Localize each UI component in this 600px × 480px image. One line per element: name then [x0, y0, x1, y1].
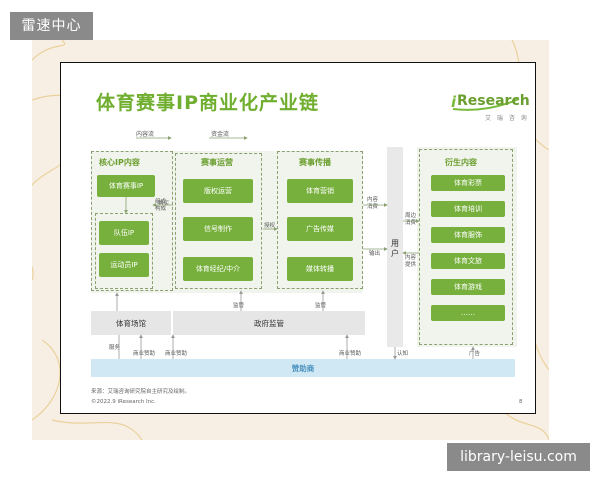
core-ip-item: 运动员IP [99, 253, 149, 277]
broadcast-item: 广告传媒 [287, 217, 353, 241]
recognition-label: 认知 [397, 351, 409, 357]
flow-arrows [115, 136, 475, 360]
content-provide-label: 内容 提供 [405, 255, 417, 268]
capital-flow-label: 资金流 [211, 131, 230, 138]
core-ip-frame [91, 151, 173, 291]
logo-swoosh-icon [452, 98, 520, 111]
government-box: 政府监管 [173, 311, 365, 335]
broadcast-item: 媒体转播 [287, 257, 353, 281]
operations-item: 信号制作 [183, 217, 253, 241]
advertising-label: 广告 [469, 351, 481, 357]
supervise-label-2: 监管 [315, 303, 327, 309]
watermark-bottom-right: library-leisu.com [447, 443, 590, 471]
content-consume-label: 内容 消费 [367, 197, 379, 210]
logo-subtitle: 艾 瑞 咨 询 [485, 115, 529, 122]
derivative-item: 体育服饰 [431, 227, 505, 243]
core-ip-form-label: 组成 构成 [155, 199, 167, 212]
user-column [387, 147, 403, 347]
logo-name: Research [457, 93, 530, 109]
broadcast-title: 赛事传播 [299, 158, 331, 167]
operations-item: 体育经纪/中介 [183, 257, 253, 281]
derivative-item: …… [431, 305, 505, 321]
operations-title: 赛事运营 [201, 158, 233, 167]
slide-title: 体育赛事IP商业化产业链 [96, 92, 319, 114]
derivatives-title: 衍生内容 [445, 158, 477, 167]
purchase-label: 购买 [158, 201, 170, 207]
page-number: 8 [519, 399, 523, 405]
derivative-item: 体育培训 [431, 201, 505, 217]
derivative-item: 体育文旅 [431, 253, 505, 269]
iresearch-logo: i Research 艾 瑞 咨 询 [451, 91, 530, 127]
broadcast-frame [277, 151, 363, 289]
copyright-note: ©2022.9 iResearch Inc. [91, 399, 156, 405]
slide: 体育赛事IP商业化产业链 i Research 艾 瑞 咨 询 内容流 资金流 … [60, 62, 536, 414]
supervise-label-1: 监管 [233, 303, 245, 309]
user-label: 用户 [391, 239, 399, 258]
venue-box: 体育场馆 [91, 311, 171, 335]
operations-item: 版权运营 [183, 179, 253, 203]
source-note: 来源：艾瑞咨询研究院自主研究及绘制。 [91, 389, 191, 395]
output-label: 输出 [369, 251, 381, 257]
commercial-sponsor-label: 商业赞助 [165, 351, 188, 357]
content-flow-label: 内容流 [136, 131, 155, 138]
peripheral-consume-label: 周边 消费 [405, 213, 417, 226]
derivative-item: 体育彩票 [431, 175, 505, 191]
watermark-top-left: 雷速中心 [10, 12, 93, 40]
operations-frame [175, 153, 262, 289]
commercial-sponsor-label: 商业赞助 [133, 351, 156, 357]
sponsor-bar: 赞助商 [91, 359, 515, 377]
core-ip-item: 队伍IP [99, 221, 149, 245]
authorize-label: 授权 [264, 223, 276, 229]
core-ip-title: 核心IP内容 [99, 158, 140, 167]
broadcast-item: 体育营销 [287, 179, 353, 203]
derivative-item: 体育游戏 [431, 279, 505, 295]
logo-i: i [451, 93, 457, 111]
commercial-sponsor-label: 商业赞助 [339, 351, 362, 357]
derivatives-frame [419, 149, 513, 345]
paper-background: 体育赛事IP商业化产业链 i Research 艾 瑞 咨 询 内容流 资金流 … [32, 40, 549, 440]
service-label: 服务 [109, 345, 121, 351]
core-ip-item: 体育赛事IP [97, 175, 155, 197]
